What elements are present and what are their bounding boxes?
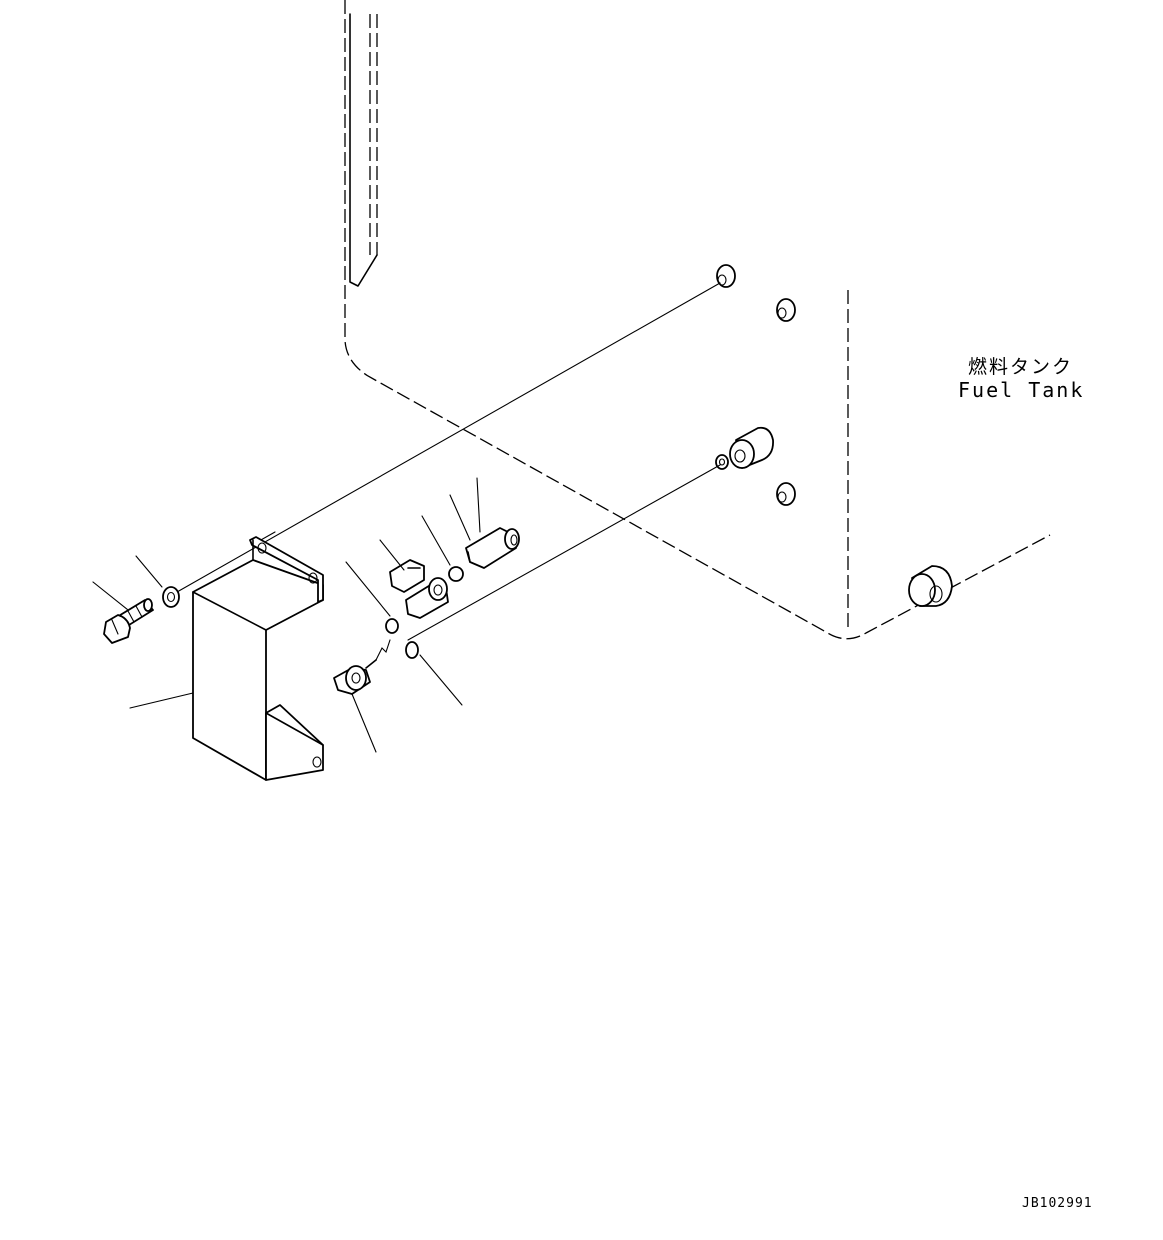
fittings xyxy=(333,527,520,695)
cover-bracket xyxy=(192,536,324,781)
fuel-tank-outline xyxy=(344,0,1051,640)
drawing-number: JB102991 xyxy=(1022,1196,1093,1211)
fuel-tank-label-en: Fuel Tank xyxy=(958,378,1085,402)
washer xyxy=(162,586,180,608)
fuel-tank-label-jp: 燃料タンク xyxy=(968,356,1074,378)
tank-bosses xyxy=(715,264,953,607)
leader-lines xyxy=(92,477,481,753)
bolt xyxy=(103,598,154,644)
